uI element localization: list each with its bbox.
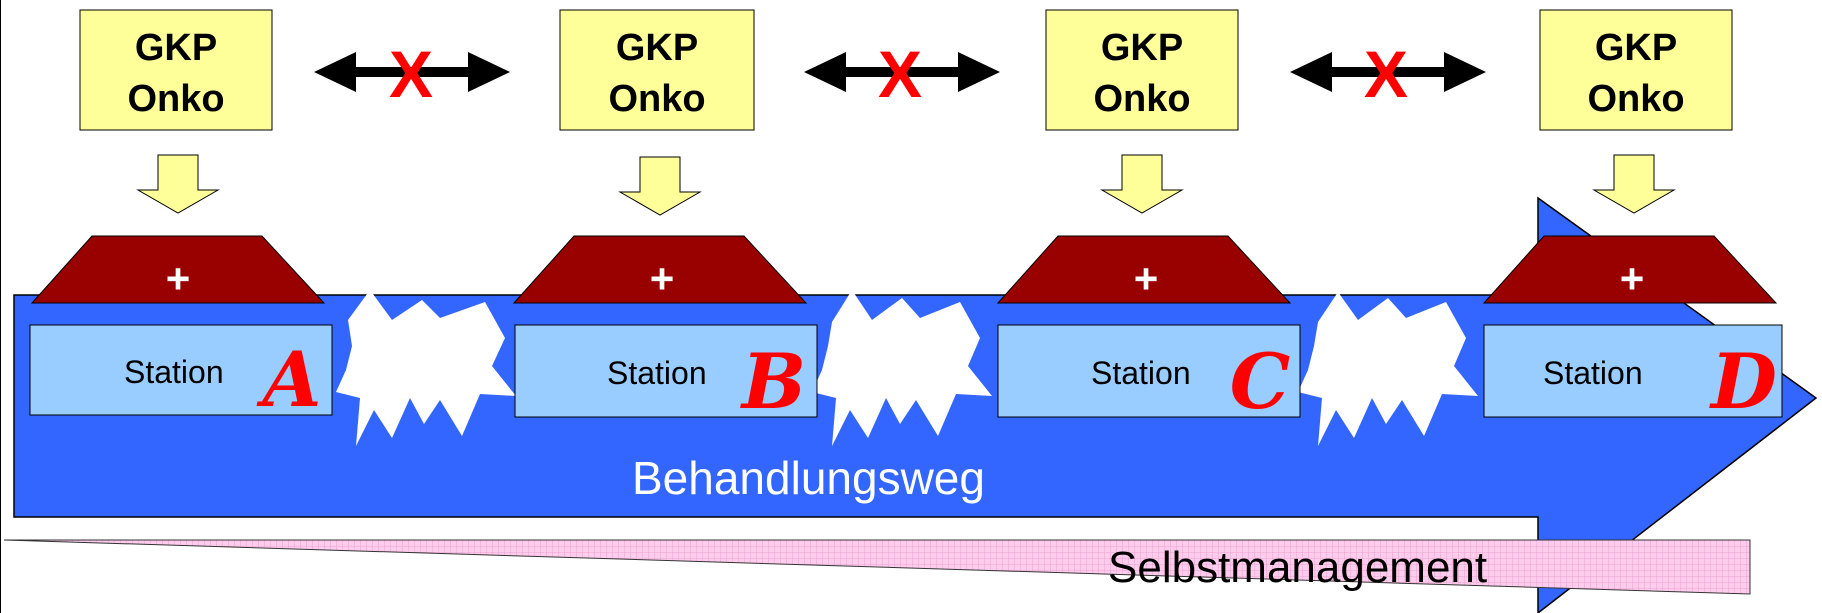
hospital-roof [996, 235, 1292, 304]
hospital-roof [512, 235, 808, 304]
gkp-line1: GKP [1101, 27, 1183, 69]
blocked-x-icon: X [389, 37, 433, 111]
gkp-onko-box [79, 9, 273, 131]
gap-burst-cd [1298, 292, 1478, 446]
station-label: Station [124, 354, 224, 390]
station-unit-b: GKP Onko + Station B [512, 9, 818, 426]
hospital-roof [1482, 235, 1778, 304]
down-arrow-icon [136, 154, 220, 214]
station-letter: B [740, 337, 806, 426]
gkp-line1: GKP [1595, 27, 1677, 69]
station-letter: D [1709, 337, 1777, 426]
self-management-wedge [3, 539, 1751, 595]
gkp-line2: Onko [1093, 78, 1190, 120]
station-unit-c: GKP Onko + Station C [996, 9, 1301, 426]
self-management-label: Selbstmanagement [1108, 543, 1487, 592]
station-box [29, 324, 333, 416]
gap-burst-bc [812, 290, 992, 446]
double-arrow-icon [1290, 52, 1486, 92]
down-arrow-icon [1100, 154, 1184, 214]
station-box [1483, 324, 1783, 418]
blocked-x-icon: X [1364, 37, 1408, 111]
gkp-line2: Onko [127, 78, 224, 120]
blocked-x-icon: X [878, 37, 922, 111]
gkp-line1: GKP [135, 27, 217, 69]
station-box [514, 324, 818, 418]
double-arrow-icon [804, 52, 1000, 92]
hospital-plus-icon: + [650, 255, 675, 302]
station-label: Station [1543, 355, 1643, 391]
blocked-link-ab: X [314, 37, 510, 111]
hospital-plus-icon: + [1134, 255, 1159, 302]
station-letter: C [1230, 337, 1291, 426]
gkp-line2: Onko [608, 78, 705, 120]
double-arrow-icon [314, 52, 510, 92]
station-unit-a: GKP Onko + Station A [29, 9, 333, 424]
pathway-label: Behandlungsweg [632, 452, 985, 504]
hospital-roof [30, 235, 326, 304]
station-label: Station [607, 355, 707, 391]
gkp-onko-box [1045, 9, 1239, 131]
blocked-link-cd: X [1290, 37, 1486, 111]
down-arrow-icon [1592, 154, 1676, 214]
station-label: Station [1091, 355, 1191, 391]
down-arrow-icon [618, 156, 702, 216]
hospital-plus-icon: + [1620, 255, 1645, 302]
blocked-link-bc: X [804, 37, 1000, 111]
hospital-plus-icon: + [166, 255, 191, 302]
gap-burst-ab [336, 290, 516, 446]
gkp-line1: GKP [616, 27, 698, 69]
gkp-line2: Onko [1587, 78, 1684, 120]
gkp-onko-box [1539, 9, 1733, 131]
gkp-onko-box [559, 9, 755, 131]
station-box [997, 324, 1301, 418]
station-letter: A [257, 335, 322, 424]
station-unit-d: GKP Onko + Station D [1482, 9, 1783, 426]
